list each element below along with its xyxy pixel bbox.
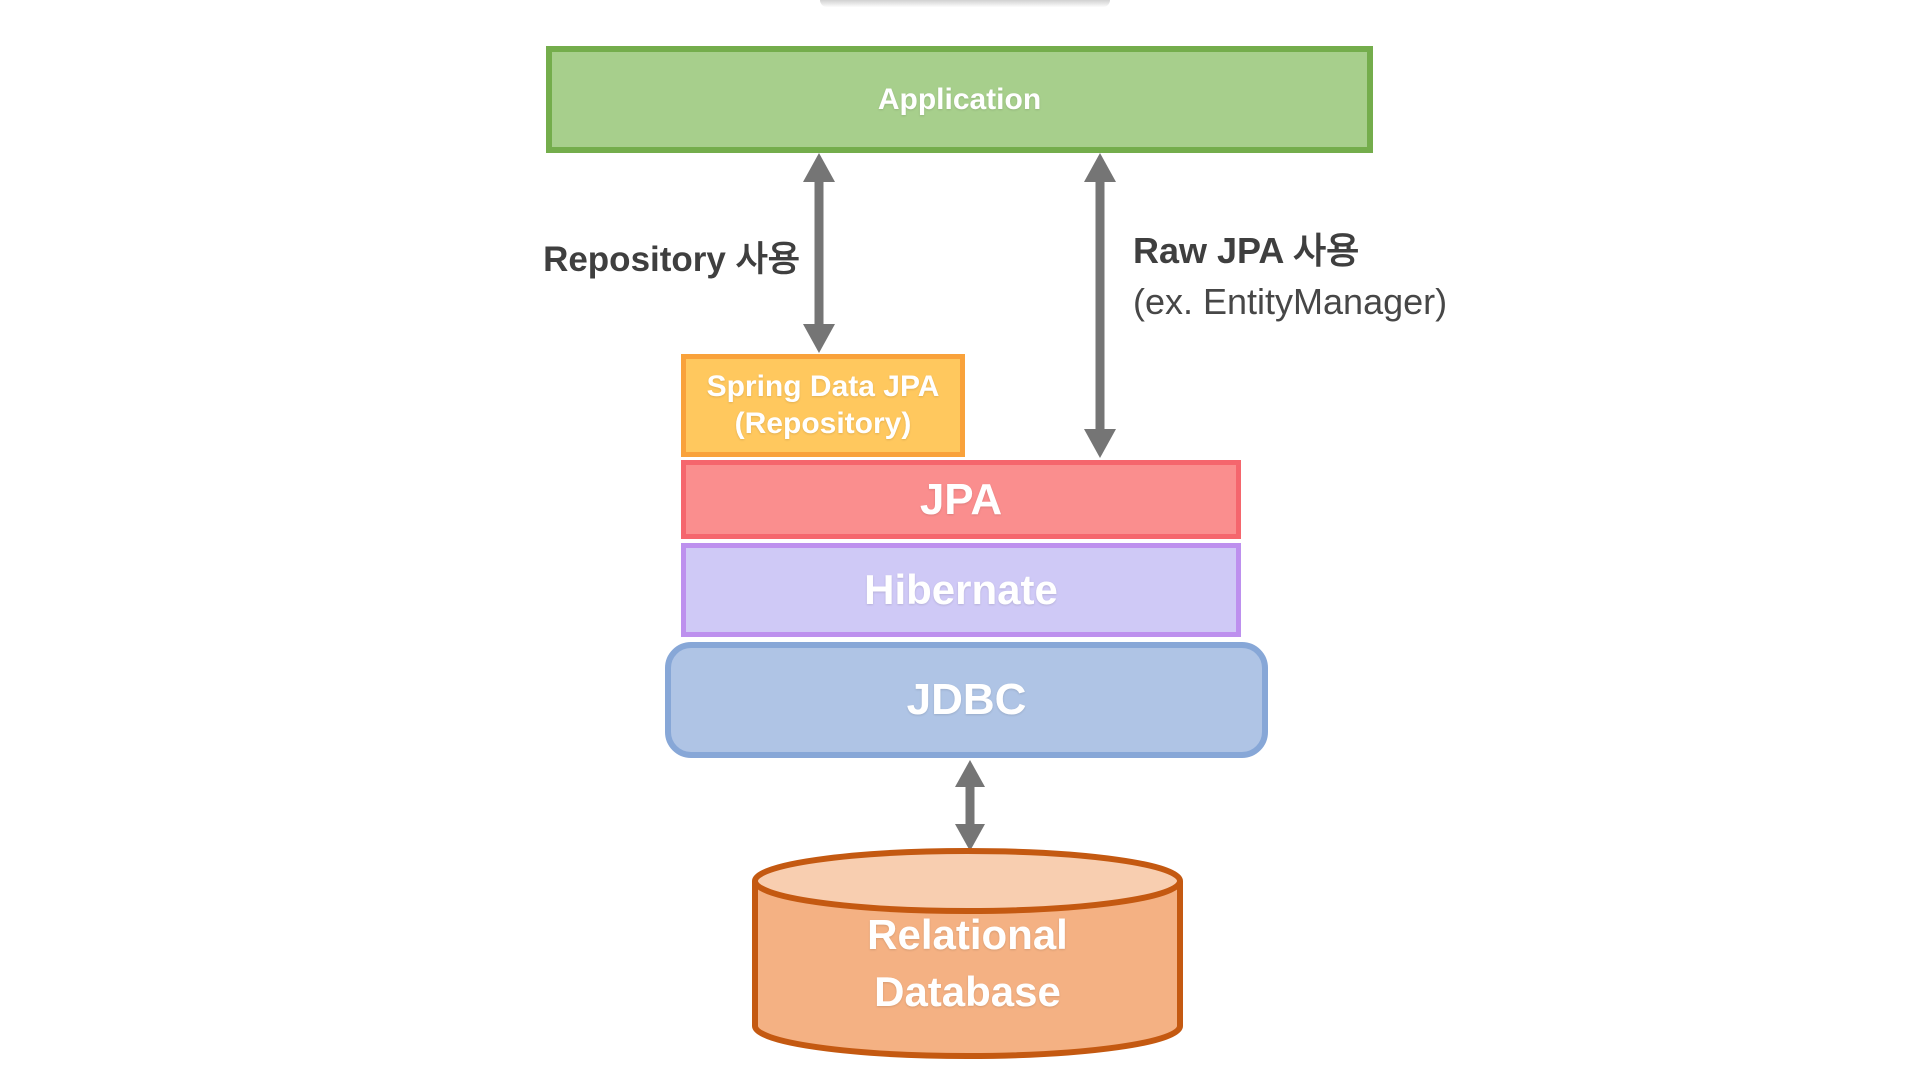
node-relational-database-label: Relational Database xyxy=(755,906,1180,1020)
node-hibernate-label: Hibernate xyxy=(864,566,1058,613)
label-raw-jpa-usage: Raw JPA 사용 (ex. EntityManager) xyxy=(1133,222,1447,323)
node-jdbc-label: JDBC xyxy=(906,675,1027,724)
node-application: Application xyxy=(546,46,1373,153)
node-relational-database-line2: Database xyxy=(874,968,1061,1015)
node-jdbc: JDBC xyxy=(665,642,1268,758)
node-relational-database-shape xyxy=(752,848,1183,1059)
label-repository-usage: Repository 사용 xyxy=(543,240,800,279)
node-jpa: JPA xyxy=(681,460,1241,539)
node-relational-database-line1: Relational xyxy=(867,911,1068,958)
arrow-jdbc-database xyxy=(955,760,985,851)
database-cylinder-top xyxy=(752,848,1183,914)
node-spring-data-jpa-line1: Spring Data JPA xyxy=(706,369,940,403)
cropped-top-bar-fragment xyxy=(820,0,1110,7)
arrow-repository-usage xyxy=(803,153,835,353)
node-spring-data-jpa: Spring Data JPA (Repository) xyxy=(681,354,965,457)
node-hibernate: Hibernate xyxy=(681,543,1241,637)
node-jpa-label: JPA xyxy=(919,474,1003,524)
node-spring-data-jpa-line2: (Repository) xyxy=(734,406,912,440)
label-raw-jpa-usage-subtitle: (ex. EntityManager) xyxy=(1133,281,1448,322)
node-application-label: Application xyxy=(877,82,1042,116)
label-raw-jpa-usage-title: Raw JPA 사용 xyxy=(1133,230,1360,271)
arrow-raw-jpa-usage xyxy=(1084,153,1116,458)
